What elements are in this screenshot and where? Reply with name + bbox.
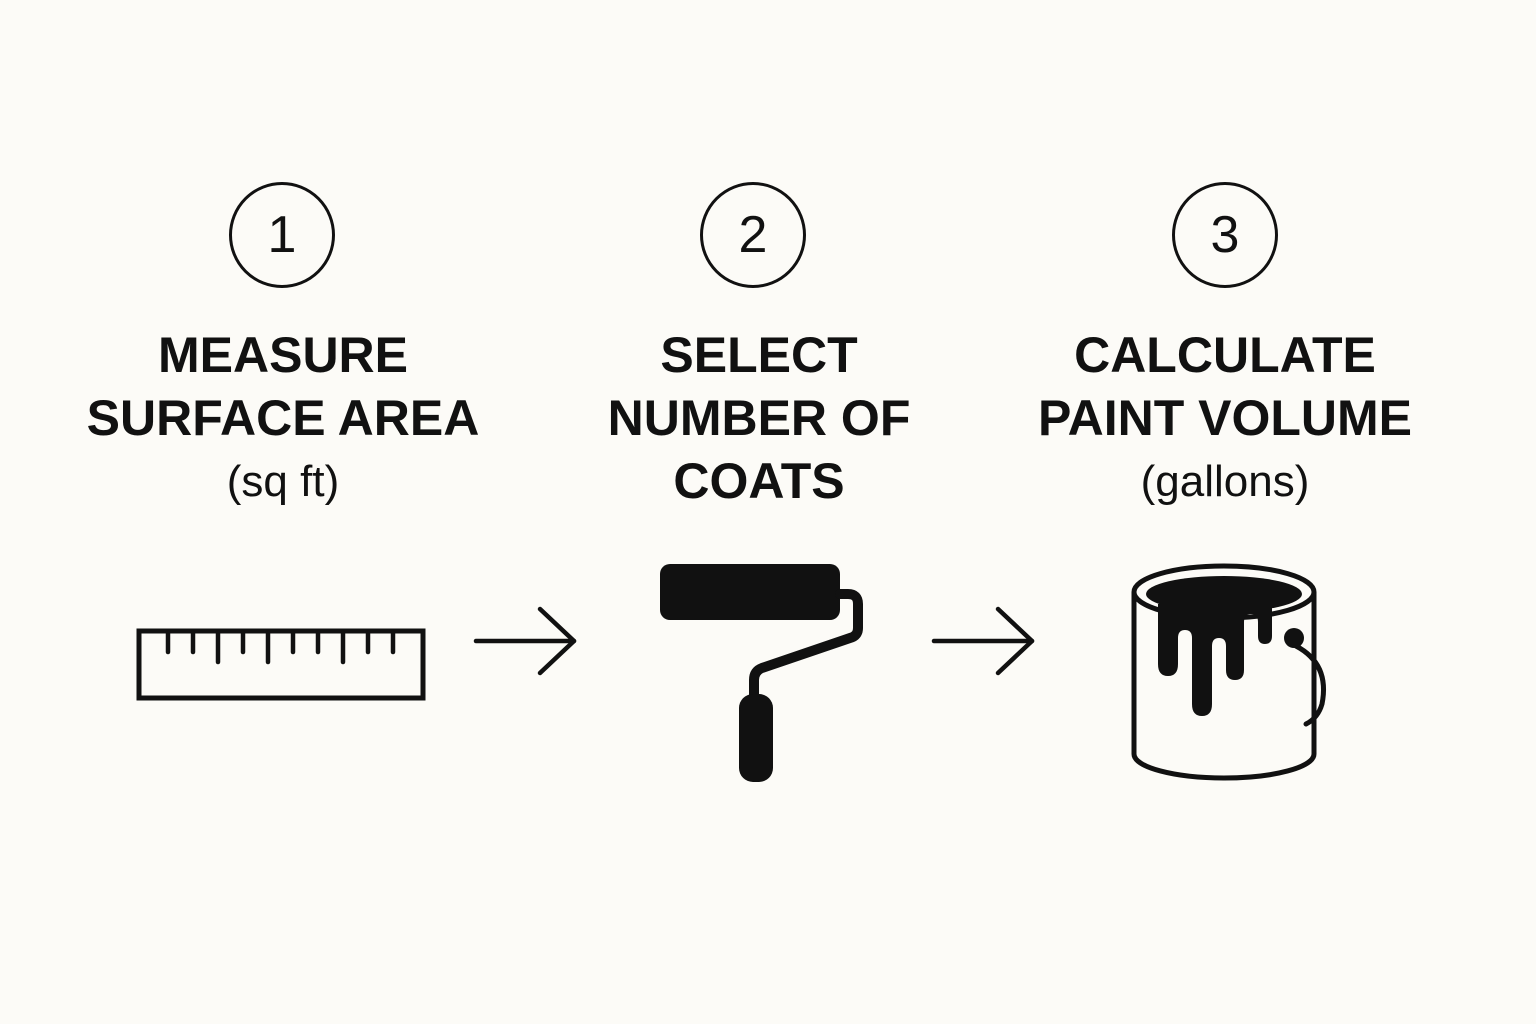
step-3-unit: (gallons) [1140, 457, 1310, 506]
step-1-number-badge: 1 [229, 182, 335, 288]
step-1-title: MEASURE SURFACE AREA [86, 327, 480, 446]
step-3-number-badge: 3 [1172, 182, 1278, 288]
step-2-text: SELECT NUMBER OF COATS [539, 324, 979, 513]
paint-roller-icon [660, 564, 863, 782]
arrow-right-icon [473, 606, 577, 676]
step-3-text: CALCULATE PAINT VOLUME (gallons) [1005, 324, 1445, 513]
step-2-title: SELECT NUMBER OF COATS [607, 327, 911, 509]
step-1-text: MEASURE SURFACE AREA (sq ft) [63, 324, 503, 513]
arrow-right-icon [931, 606, 1035, 676]
step-3-title: CALCULATE PAINT VOLUME [1037, 327, 1413, 446]
paint-can-icon [1131, 563, 1326, 781]
step-1-unit: (sq ft) [226, 457, 340, 506]
ruler-icon [136, 628, 426, 701]
step-2-number-badge: 2 [700, 182, 806, 288]
